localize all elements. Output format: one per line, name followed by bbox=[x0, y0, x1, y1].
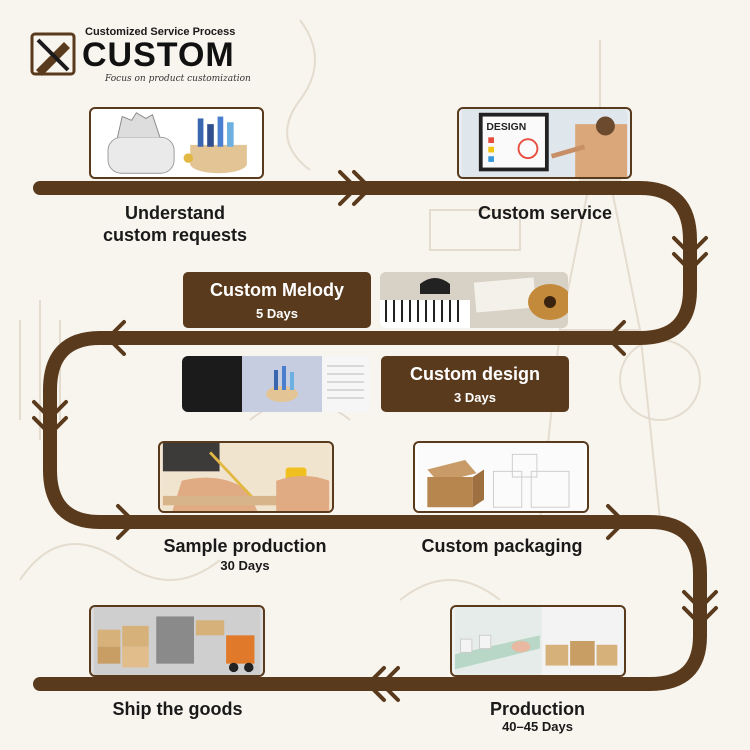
svg-text:DESIGN: DESIGN bbox=[486, 122, 526, 133]
arrow-left-icon bbox=[365, 666, 400, 702]
header-tagline: Focus on product customization bbox=[105, 74, 251, 84]
sample-label: Sample production bbox=[163, 536, 327, 556]
design-box: Custom design 3 Days bbox=[381, 356, 569, 412]
production-label: Production bbox=[490, 699, 585, 719]
arrow-down-icon bbox=[672, 236, 708, 273]
melody-photo bbox=[380, 272, 568, 328]
production-photo bbox=[450, 605, 626, 677]
understand-label-line2: custom requests bbox=[102, 225, 248, 245]
direction-arrows bbox=[32, 170, 718, 702]
melody-days: 5 Days bbox=[256, 306, 298, 321]
design-photo bbox=[182, 356, 370, 412]
sample-days: 30 Days bbox=[220, 558, 270, 573]
understand-photo bbox=[89, 107, 264, 179]
production-days: 40–45 Days bbox=[502, 719, 573, 734]
service-photo: DESIGN bbox=[457, 107, 632, 179]
page-title: CUSTOM bbox=[82, 36, 235, 74]
ship-photo bbox=[89, 605, 265, 677]
packaging-label: Custom packaging bbox=[421, 536, 583, 556]
design-days: 3 Days bbox=[454, 390, 496, 405]
understand-label-line1: Understand bbox=[124, 203, 225, 223]
arrow-right-icon bbox=[606, 504, 627, 540]
sample-photo bbox=[158, 441, 334, 513]
ship-label: Ship the goods bbox=[112, 699, 243, 719]
arrow-down-icon bbox=[32, 400, 68, 437]
understand-label: Understand custom requests bbox=[80, 202, 270, 246]
arrow-left-icon bbox=[105, 320, 126, 356]
header-subtitle: Customized Service Process bbox=[85, 26, 236, 38]
arrow-down-icon bbox=[682, 590, 718, 627]
packaging-photo bbox=[413, 441, 589, 513]
service-label: Custom service bbox=[477, 203, 613, 223]
design-label: Custom design bbox=[409, 364, 540, 384]
arrow-left-icon bbox=[605, 320, 626, 356]
melody-label: Custom Melody bbox=[209, 280, 344, 300]
arrow-right-icon bbox=[116, 504, 137, 540]
melody-box: Custom Melody 5 Days bbox=[183, 272, 371, 328]
arrow-right-icon bbox=[338, 170, 373, 206]
pencil-ruler-icon bbox=[30, 32, 76, 76]
